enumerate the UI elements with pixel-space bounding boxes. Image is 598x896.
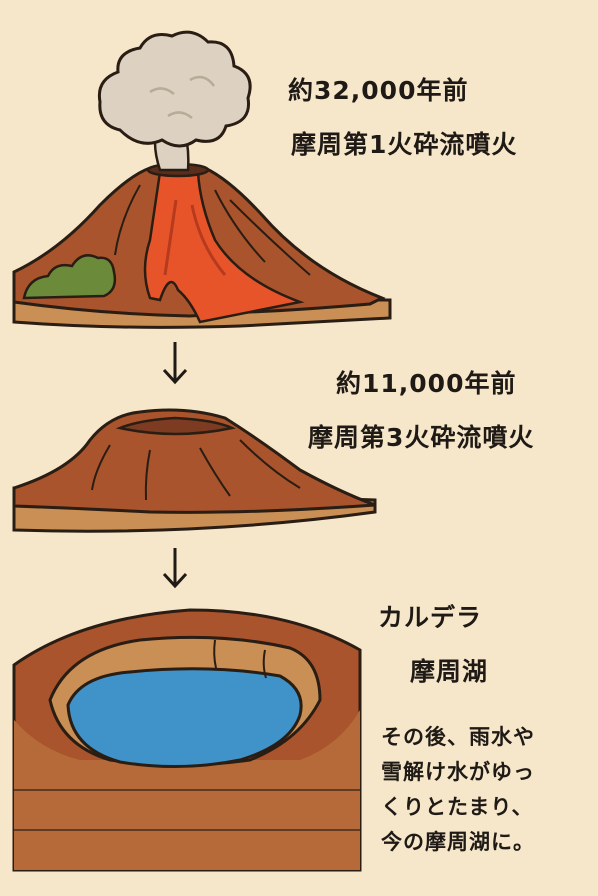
description-line: 雪解け水がゆっ (381, 760, 535, 784)
stage1-event-label: 摩周第1火砕流噴火 (291, 130, 518, 159)
description-line: その後、雨水や (381, 725, 535, 749)
collapsed-volcano (12, 408, 377, 533)
stage2-time-label: 約11,000年前 (336, 369, 517, 398)
description-line: くりとたまり、 (381, 795, 534, 819)
lake-name-label: 摩周湖 (410, 657, 489, 686)
stage1-time-label: 約32,000年前 (288, 76, 469, 105)
erupting-volcano (12, 30, 392, 329)
caldera-label: カルデラ (378, 603, 483, 632)
lake-water (66, 667, 303, 769)
smoke-cloud-icon (97, 30, 252, 148)
description-line: 今の摩周湖に。 (381, 830, 535, 854)
caldera-lake (12, 608, 362, 872)
description-text: その後、雨水や 雪解け水がゆっ くりとたまり、 今の摩周湖に。 (381, 720, 535, 860)
vegetation (22, 254, 117, 300)
stage2-event-label: 摩周第3火砕流噴火 (308, 423, 535, 452)
down-arrow-icon (162, 342, 188, 385)
down-arrow-icon (162, 548, 188, 589)
